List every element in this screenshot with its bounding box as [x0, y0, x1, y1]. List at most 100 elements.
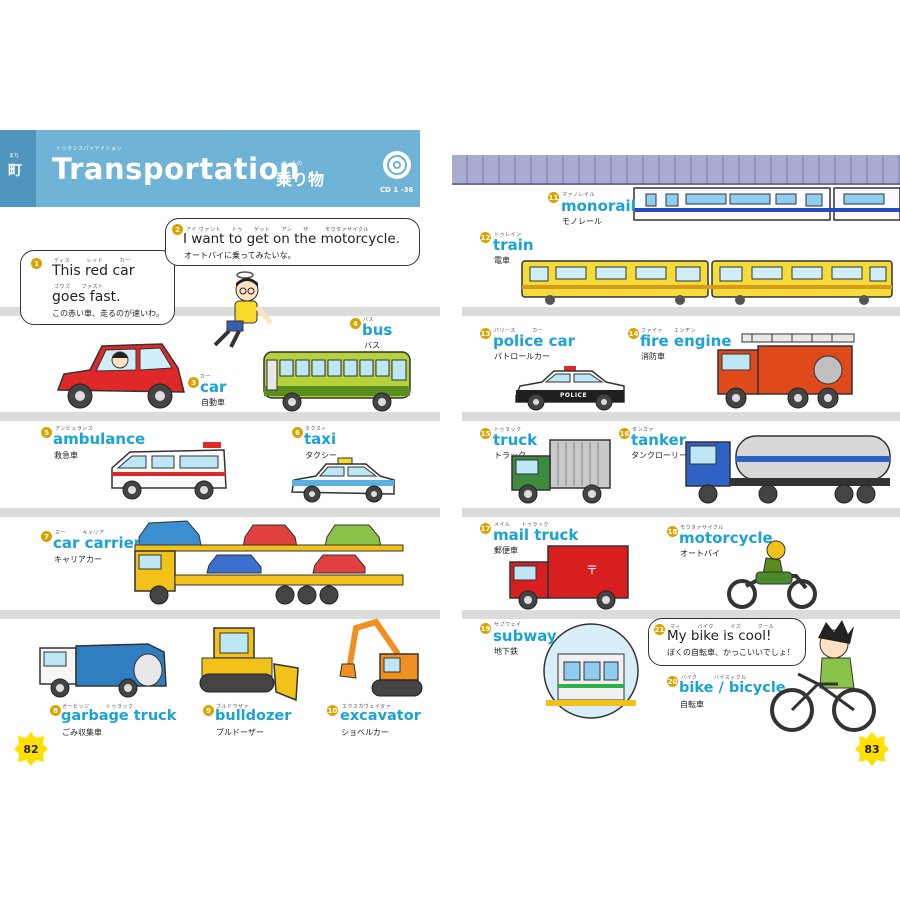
page-badge-right — [855, 732, 889, 766]
item-label-en: excavator — [340, 708, 421, 724]
item-label-en: police car — [493, 332, 576, 350]
excavator-illustration — [339, 618, 423, 697]
item-label-en: truck — [493, 431, 538, 449]
title-jp-ruby: の もの — [282, 161, 303, 167]
fire-engine-illustration — [717, 333, 855, 409]
row-divider — [0, 610, 440, 619]
item-ruby: ファイァ エンヂン — [641, 328, 697, 334]
item-ruby: トゥラック — [494, 427, 522, 433]
item-number: 12 — [480, 232, 491, 243]
side-label-ruby: まち — [9, 153, 20, 159]
item-number: 8 — [50, 705, 61, 716]
speech-bubble-1 — [20, 250, 175, 325]
taxi-illustration — [291, 457, 395, 503]
speech-ruby: アイ ワァント トゥ ゲット アン ザ モウタァサイクル — [186, 227, 369, 233]
item-number: 10 — [327, 705, 338, 716]
item-label-en: train — [493, 236, 534, 254]
page-title: Transportation — [52, 152, 301, 186]
speech-jp: オートバイに乗ってみたいな。 — [184, 251, 296, 260]
item-label-en: motorcycle — [679, 529, 773, 547]
item-number: 9 — [203, 705, 214, 716]
item-number: 19 — [480, 623, 491, 634]
item-label-jp: パトロールカー — [494, 352, 550, 361]
item-label-en: bulldozer — [215, 708, 292, 724]
item-number: 21 — [654, 624, 665, 635]
item-label-en: fire engine — [640, 332, 732, 350]
header-side-tab — [0, 130, 36, 207]
speech-bubble-2 — [165, 218, 420, 266]
item-label-en: taxi — [304, 430, 337, 448]
item-label-jp: 消防車 — [641, 352, 665, 361]
item-ruby: ガービッジ トゥラック — [62, 704, 134, 710]
item-label-jp: バス — [364, 341, 380, 350]
item-ruby: タンカァ — [632, 427, 655, 433]
item-number: 7 — [41, 531, 52, 542]
item-number: 4 — [350, 318, 361, 329]
item-label-jp: ごみ収集車 — [62, 728, 102, 737]
item-label-jp: 自転車 — [680, 700, 704, 709]
item-label-en: monorail — [561, 197, 636, 215]
item-label-en: garbage truck — [61, 708, 177, 724]
speech-bubble-21 — [648, 618, 806, 666]
speech-ruby: ディス レッド カー — [54, 258, 131, 264]
garbage-truck-illustration — [39, 643, 167, 698]
speech-jp: ぼくの自転車、かっこいいでしょ！ — [667, 648, 795, 657]
speech-ruby: マィ バイク イズ クール — [670, 624, 775, 630]
page-number-left: 82 — [23, 742, 39, 756]
item-label-jp: 電車 — [494, 256, 510, 265]
item-number: 1 — [31, 258, 42, 269]
item-number: 6 — [292, 427, 303, 438]
speech-line: My bike is cool! — [667, 628, 772, 644]
item-number: 11 — [548, 192, 559, 203]
item-label-jp: タクシー — [305, 451, 337, 460]
side-label: 町 — [8, 163, 22, 179]
item-number: 15 — [480, 428, 491, 439]
boy-character — [213, 271, 273, 348]
speech-line: This red car — [52, 263, 135, 279]
item-label-jp: トラック — [494, 451, 526, 460]
item-label-en: ambulance — [53, 430, 146, 448]
item-label-jp: モノレール — [562, 217, 602, 226]
speech-line: I want to get on the motorcycle. — [183, 231, 400, 247]
page-badge-left — [14, 732, 48, 766]
row-divider — [462, 610, 900, 619]
item-number: 14 — [628, 328, 639, 339]
item-label-jp: ブルドーザー — [216, 728, 264, 737]
item-label-en: car carrier — [53, 534, 142, 552]
item-ruby: カー キャリア — [55, 530, 105, 536]
truck-illustration — [511, 439, 611, 504]
tanker-illustration — [685, 435, 891, 504]
item-label-en: mail truck — [493, 526, 579, 544]
red-car-illustration — [56, 343, 185, 409]
item-label-jp: キャリアカー — [54, 555, 102, 564]
item-ruby: エクスカヴェイタァ — [342, 704, 392, 710]
speech-ruby: ゴウズ ファスト — [54, 284, 104, 290]
motorcycle-illustration — [727, 540, 817, 609]
item-number: 3 — [188, 377, 199, 388]
row-divider — [462, 307, 900, 316]
item-number: 5 — [41, 427, 52, 438]
police-decal: POLICE — [560, 392, 588, 399]
item-ruby: カー — [200, 374, 212, 380]
item-ruby: トゥレイン — [494, 232, 522, 238]
item-number: 17 — [480, 523, 491, 534]
police-car-illustration — [515, 366, 625, 411]
item-label-jp: 地下鉄 — [494, 647, 518, 656]
cd-icon[interactable] — [382, 150, 412, 180]
item-ruby: ブルドウザァ — [216, 704, 250, 710]
row-divider — [0, 412, 440, 421]
header-banner — [0, 130, 420, 207]
item-ruby: アンビュランス — [55, 426, 94, 432]
item-label-en: tanker — [631, 431, 687, 449]
car-carrier-illustration — [134, 520, 404, 605]
item-ruby: メイル トゥラック — [494, 522, 550, 528]
item-number: 18 — [667, 526, 678, 537]
train-illustration — [521, 260, 893, 305]
item-number: 16 — [619, 428, 630, 439]
item-label-jp: タンクローリー — [631, 451, 687, 460]
bus-illustration — [263, 351, 411, 412]
item-number: 2 — [172, 224, 183, 235]
item-ruby: サブウェイ — [494, 622, 522, 628]
subway-illustration — [543, 623, 639, 719]
title-jp: 乗り物 — [276, 170, 325, 189]
